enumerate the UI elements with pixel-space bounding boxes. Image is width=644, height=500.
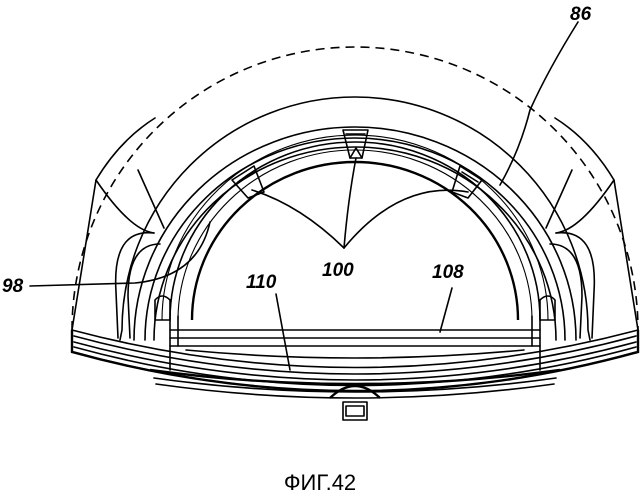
leader-100-left [252, 190, 344, 248]
dashed-outer-boundary [72, 47, 638, 330]
leader-86 [500, 22, 578, 185]
side-posts [155, 296, 555, 320]
ref-label-108: 108 [432, 262, 464, 283]
base-rings [72, 330, 638, 391]
leader-100-right [344, 190, 468, 248]
leader-100-mid [344, 158, 356, 248]
figure-caption: ФИГ.42 [284, 470, 356, 495]
cross-slot [170, 316, 540, 370]
ref-label-86: 86 [570, 4, 592, 25]
ref-label-100: 100 [322, 260, 354, 281]
ref-label-110: 110 [246, 272, 277, 293]
leader-lines [30, 22, 578, 370]
leader-110 [276, 294, 290, 370]
ref-label-98: 98 [2, 276, 24, 297]
leader-108 [440, 288, 452, 332]
tab-top [343, 130, 368, 158]
